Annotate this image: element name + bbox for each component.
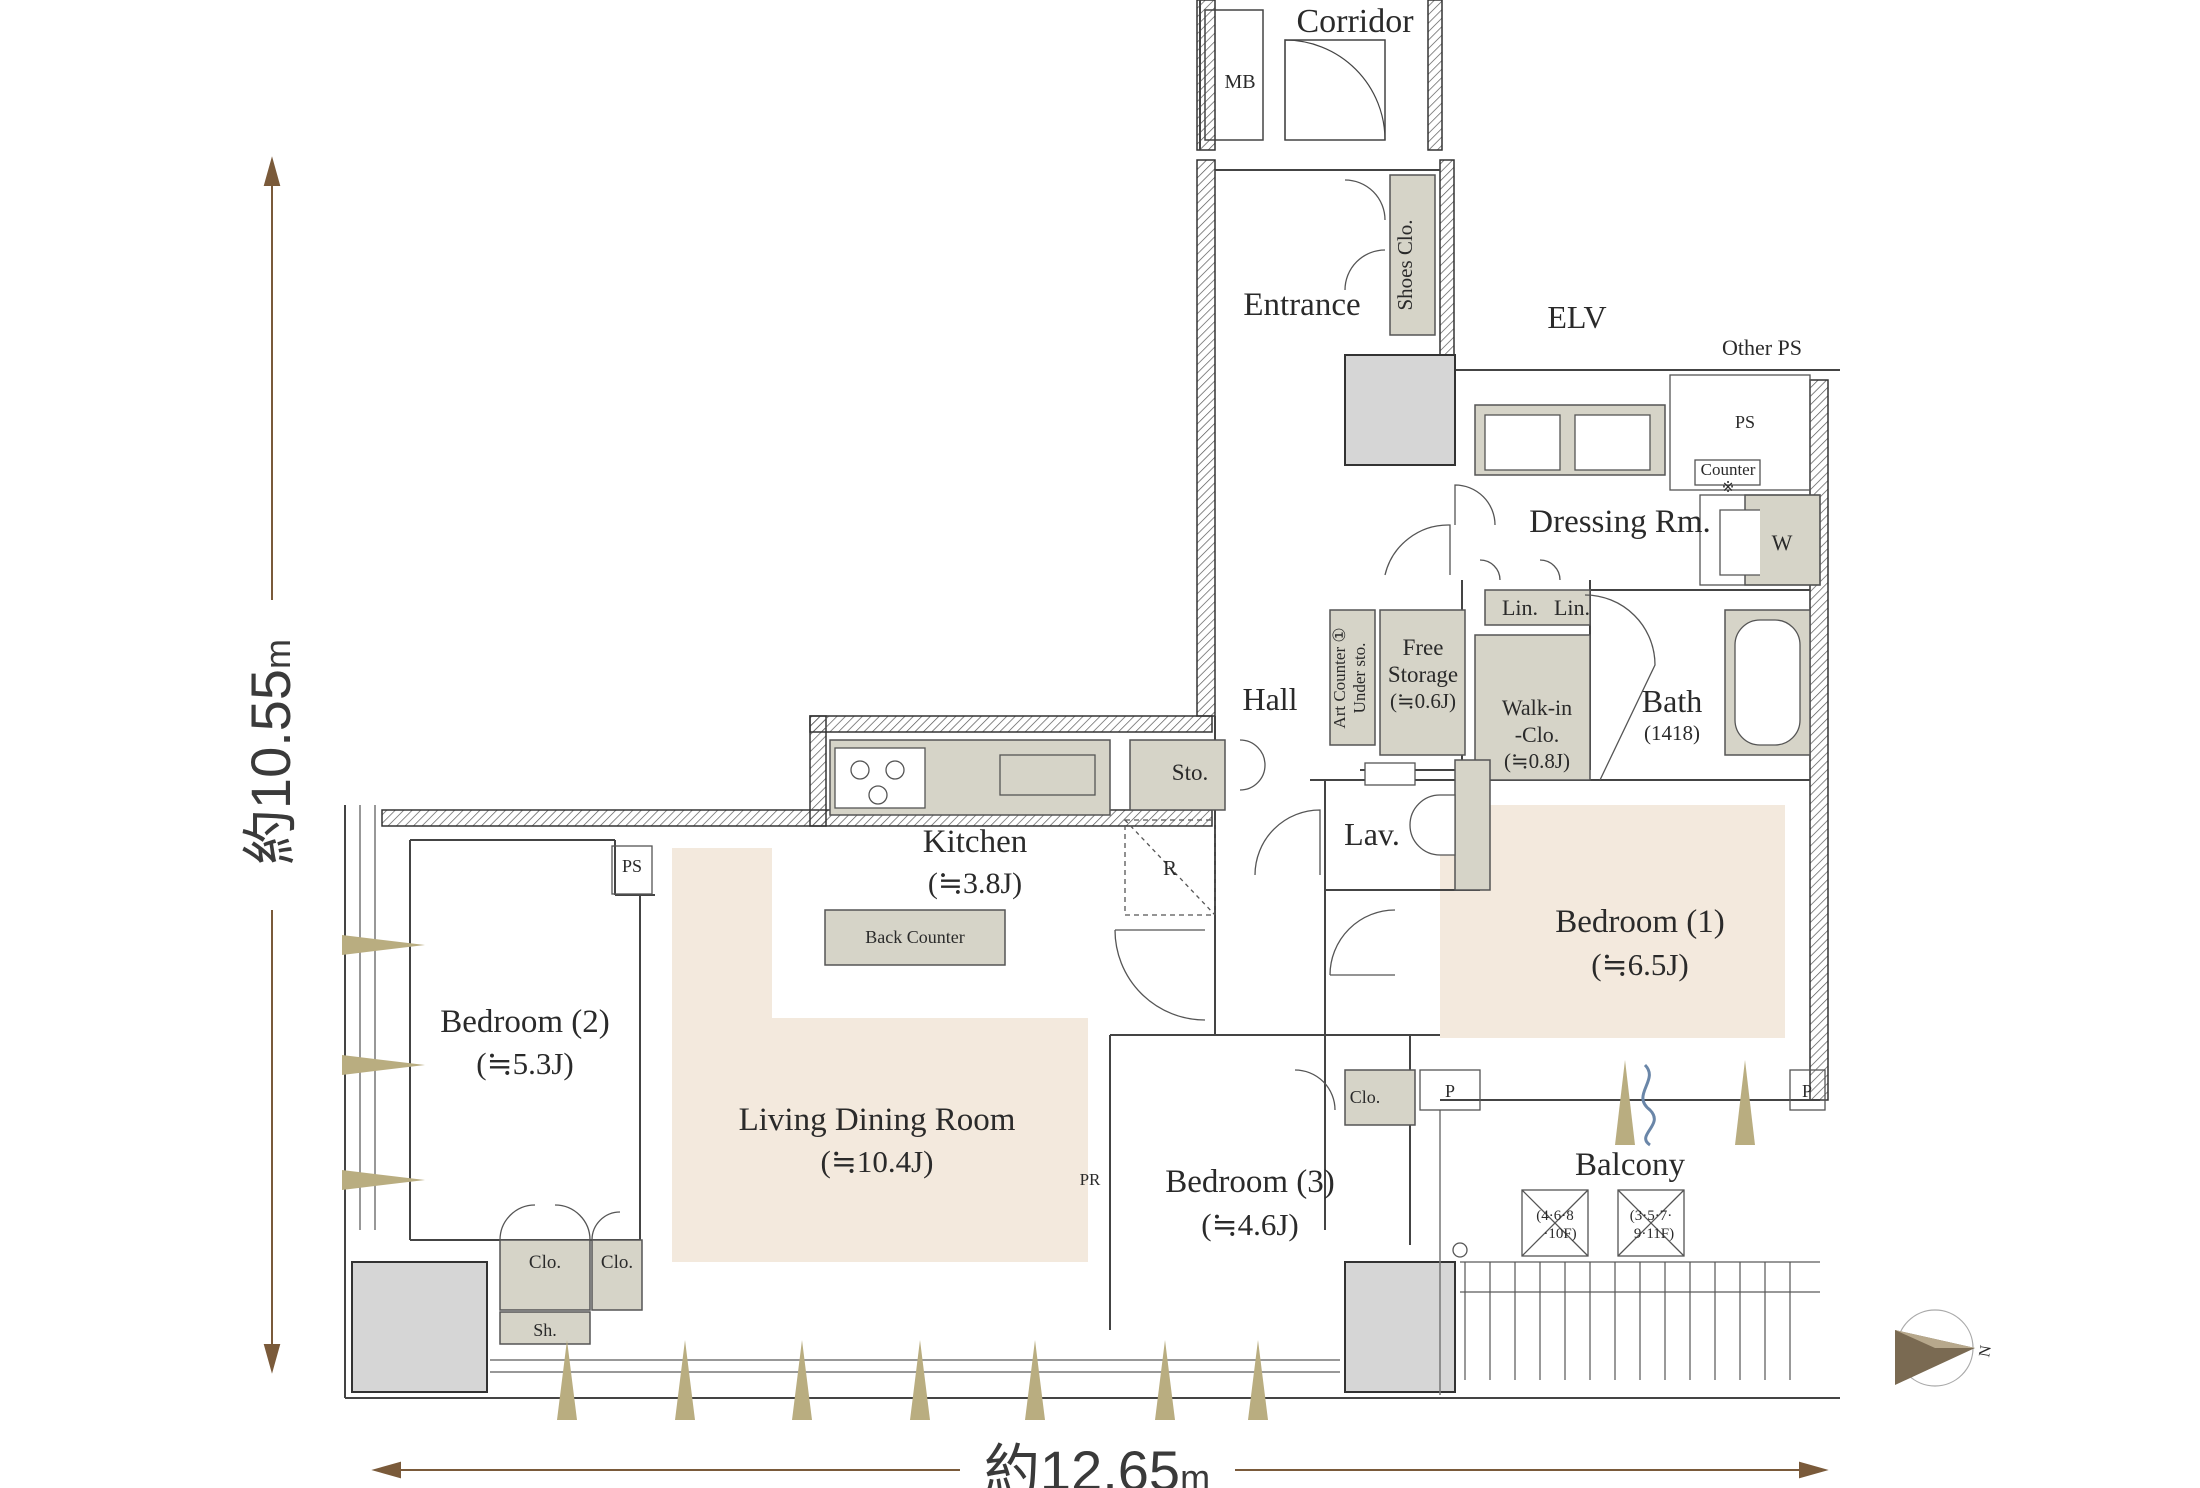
- balcony-railing: [1464, 1262, 1791, 1380]
- label-bath: Bath: [1642, 683, 1702, 719]
- label-elv: ELV: [1547, 299, 1606, 335]
- column-bl: [351, 1261, 488, 1393]
- label-bedroom2: Bedroom (2): [440, 1004, 610, 1040]
- label-clo-b3: Clo.: [1350, 1087, 1381, 1107]
- label-counter-mark: ※: [1722, 480, 1735, 496]
- art-counter: [1329, 609, 1376, 746]
- bedroom1-floor: [1440, 805, 1785, 1038]
- label-ldr-size: (≒10.4J): [821, 1144, 934, 1179]
- clo-b3: [1344, 1069, 1416, 1126]
- label-sh: Sh.: [533, 1320, 557, 1340]
- label-balcony: Balcony: [1575, 1147, 1685, 1183]
- label-lin-2: Lin.: [1554, 595, 1590, 620]
- label-counter: Counter: [1701, 460, 1756, 479]
- label-free-storage-2: Storage: [1388, 662, 1458, 687]
- svg-text:約10.55m: 約10.55m: [239, 639, 302, 865]
- dim-vertical-value: 10.55: [239, 669, 302, 809]
- dimension-labels: 約10.55m 約12.65m: [239, 639, 1210, 1488]
- dim-horizontal-value: 12.65: [1040, 1439, 1180, 1488]
- label-balcony-note2b: 9·11F): [1634, 1226, 1674, 1242]
- label-other-ps: Other PS: [1722, 335, 1802, 360]
- columns: [351, 354, 1456, 1393]
- dim-vertical-prefix: 約: [239, 809, 302, 865]
- svg-text:約12.65m: 約12.65m: [984, 1439, 1210, 1488]
- label-balcony-note1b: ·10F): [1543, 1226, 1576, 1242]
- clo-b2b: [591, 1239, 643, 1311]
- sto-box: [1129, 739, 1226, 811]
- label-bedroom3: Bedroom (3): [1165, 1164, 1335, 1200]
- free-storage: [1379, 609, 1466, 756]
- dim-horizontal-unit: m: [1180, 1457, 1210, 1488]
- dim-horizontal-prefix: 約: [984, 1439, 1040, 1488]
- ventilation-icon: [1641, 1063, 1656, 1147]
- label-corridor: Corridor: [1296, 3, 1414, 40]
- column-elv: [1344, 354, 1456, 466]
- back-counter: [824, 909, 1006, 966]
- label-art-counter-2: Under sto.: [1350, 643, 1369, 714]
- label-bedroom3-size: (≒4.6J): [1201, 1207, 1298, 1242]
- label-washer: W: [1772, 530, 1793, 555]
- label-bedroom2-size: (≒5.3J): [476, 1046, 573, 1081]
- label-free-storage-3: (≒0.6J): [1390, 689, 1456, 713]
- linen-shelf: [1484, 589, 1591, 626]
- label-ldr: Living Dining Room: [739, 1102, 1016, 1138]
- label-hall: Hall: [1242, 681, 1297, 717]
- sh-box: [499, 1311, 591, 1345]
- fixture-details: [834, 414, 1821, 916]
- label-lav: Lav.: [1344, 816, 1400, 852]
- label-balcony-note2a: (3·5·7·: [1630, 1208, 1672, 1224]
- clo-b2a: [499, 1239, 591, 1311]
- dimension-lines: [263, 156, 1829, 1479]
- compass: [1895, 1309, 1975, 1387]
- ldr-floor: [672, 848, 1088, 1262]
- label-back-counter: Back Counter: [865, 927, 964, 947]
- corridor-zone: [1204, 9, 1386, 141]
- label-bath-size: (1418): [1644, 721, 1700, 745]
- label-clo-b2b: Clo.: [601, 1252, 633, 1273]
- shoes-closet: [1389, 174, 1436, 336]
- label-art-counter-1: Art Counter ①: [1330, 627, 1349, 728]
- label-walkin-3: (≒0.8J): [1504, 749, 1570, 773]
- door-swings: [499, 179, 1656, 1241]
- label-kitchen-size: (≒3.8J): [928, 867, 1022, 900]
- label-p-right: P: [1802, 1081, 1812, 1101]
- label-sto: Sto.: [1172, 760, 1208, 785]
- column-bm: [1344, 1261, 1456, 1393]
- label-ps-top: PS: [1735, 412, 1755, 432]
- small-boxes: [611, 374, 1826, 1111]
- dim-vertical-unit: m: [257, 639, 298, 669]
- light-arrows: [342, 935, 1755, 1420]
- labels: Corridor MB Entrance Shoes Clo. ELV Othe…: [440, 3, 1995, 1358]
- walkin-closet: [1474, 634, 1591, 781]
- floor-areas: [672, 805, 1785, 1262]
- evacuation-hatches: [1452, 1189, 1685, 1258]
- label-bedroom1: Bedroom (1): [1555, 904, 1725, 940]
- label-entrance: Entrance: [1243, 287, 1360, 323]
- label-fridge: R: [1163, 856, 1177, 880]
- label-bedroom1-size: (≒6.5J): [1591, 947, 1688, 982]
- label-clo-b2a: Clo.: [529, 1252, 561, 1273]
- label-balcony-note1a: (4·6·8: [1536, 1208, 1574, 1224]
- label-mb: MB: [1224, 71, 1255, 93]
- label-shoes: Shoes Clo.: [1393, 219, 1417, 310]
- label-kitchen: Kitchen: [923, 824, 1027, 860]
- label-dressing: Dressing Rm.: [1529, 504, 1711, 540]
- label-walkin-1: Walk-in: [1502, 695, 1572, 720]
- label-pr: PR: [1080, 1170, 1101, 1189]
- lav-counter: [1454, 759, 1491, 891]
- label-free-storage-1: Free: [1403, 635, 1444, 660]
- label-north: N: [1976, 1344, 1995, 1359]
- label-lin-1: Lin.: [1502, 595, 1538, 620]
- label-walkin-2: -Clo.: [1515, 722, 1560, 747]
- fixtures: [499, 174, 1821, 1345]
- label-ps-left: PS: [622, 856, 642, 876]
- label-p-left: P: [1445, 1081, 1455, 1101]
